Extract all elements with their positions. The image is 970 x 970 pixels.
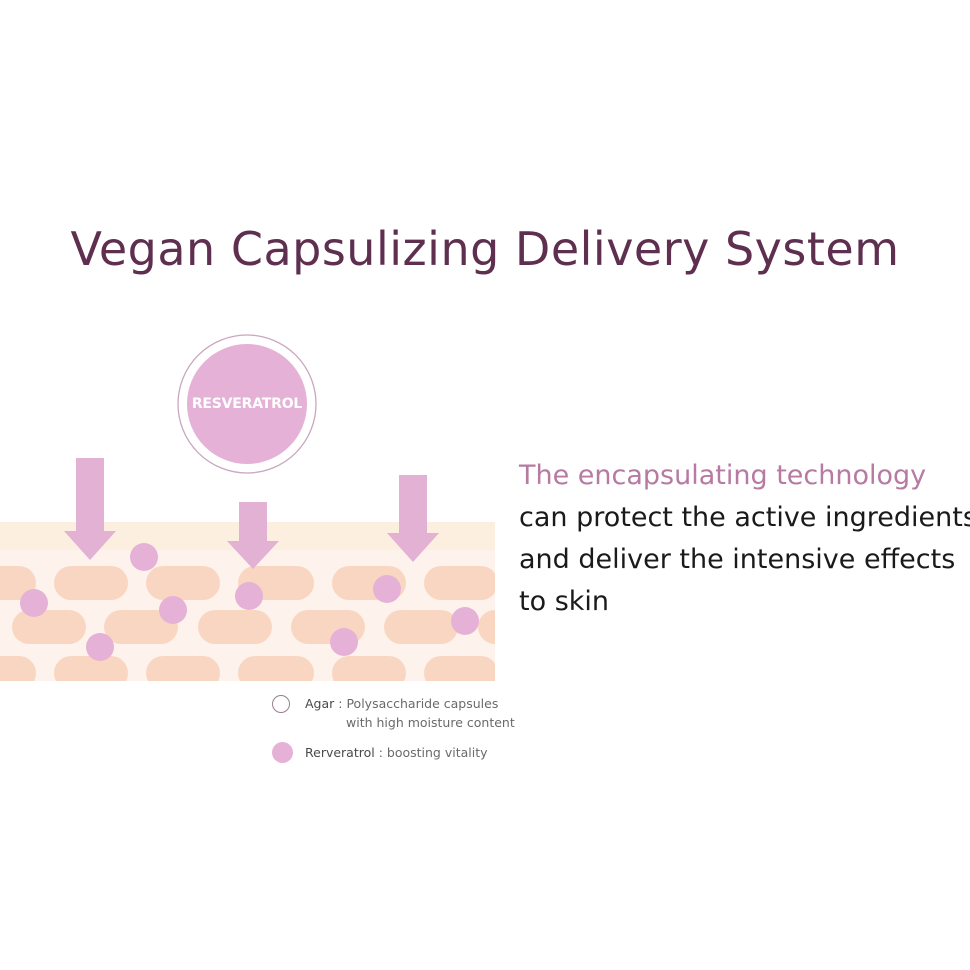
description-line: and deliver the intensive effects bbox=[519, 544, 956, 575]
legend-agar-text: : Polysaccharide capsules bbox=[334, 696, 499, 711]
legend-agar-text-2: with high moisture content bbox=[346, 715, 515, 730]
arrow-down-icon bbox=[64, 458, 116, 560]
capsule-dots bbox=[20, 543, 479, 661]
arrow-down-icon bbox=[387, 475, 439, 562]
description-line: can protect the active ingredients bbox=[519, 502, 970, 533]
legend-resveratrol-text: : boosting vitality bbox=[374, 745, 488, 760]
legend-agar-name: Agar bbox=[305, 696, 335, 711]
resveratrol-badge-label: RESVERATROL bbox=[191, 396, 303, 412]
description-highlight: The encapsulating technology bbox=[519, 460, 927, 491]
skin-cells bbox=[0, 566, 518, 690]
description: The encapsulating technology can protect… bbox=[519, 455, 970, 623]
filled-circle-icon bbox=[272, 742, 293, 763]
arrow-down-icon bbox=[227, 502, 279, 569]
badge-fill bbox=[187, 344, 307, 464]
page-title: Vegan Capsulizing Delivery System bbox=[70, 222, 900, 276]
description-line: to skin bbox=[519, 586, 610, 617]
open-circle-icon bbox=[272, 695, 290, 713]
legend-resveratrol-name: Rerveratrol bbox=[305, 745, 375, 760]
